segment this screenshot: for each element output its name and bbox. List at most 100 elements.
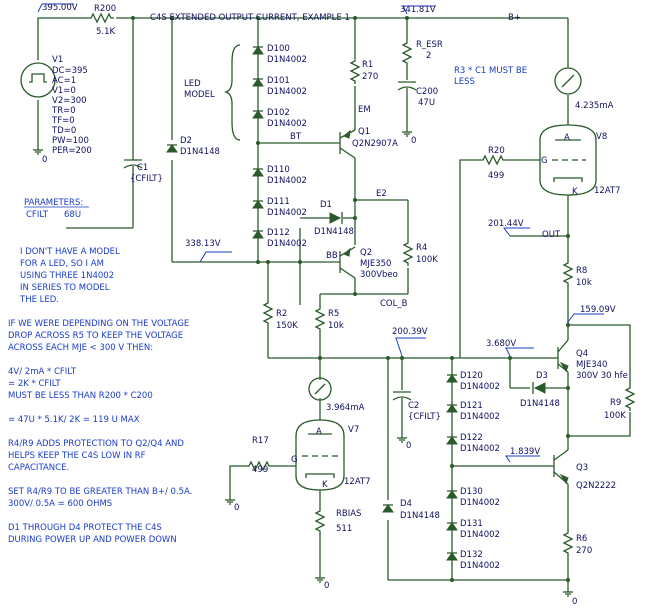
calc-note-0: 4V/ 2mA * CFILT — [8, 367, 77, 377]
led-model-line-1: MODEL — [184, 90, 215, 100]
v1-line-4: TR=0 — [51, 106, 76, 116]
d131-value: D1N4002 — [460, 530, 500, 540]
d102-name: D102 — [267, 108, 290, 118]
set-note-1: 300V/ 0.5A = 600 OHMS — [8, 499, 112, 509]
d132-name: D132 — [460, 550, 483, 560]
r2-symbol — [263, 299, 273, 327]
d111-name: D111 — [267, 197, 290, 207]
v7-grid: G — [291, 455, 298, 465]
v8-name: V8 — [596, 132, 607, 142]
v-in-label: 395.00V — [42, 3, 78, 13]
d1-symbol — [329, 212, 343, 224]
r8-symbol — [563, 259, 573, 287]
r8-name: R8 — [576, 266, 587, 276]
led-chain-symbols — [223, 44, 264, 245]
q2-note: 300Vbeo — [360, 270, 398, 280]
r6-name: R6 — [576, 534, 587, 544]
d132-value: D1N4002 — [460, 561, 500, 571]
q4-value: MJE340 — [576, 360, 607, 370]
v7-value: 12AT7 — [344, 477, 371, 487]
gnd-label-v1: 0 — [42, 155, 47, 165]
bb-label: BB — [326, 251, 338, 261]
q1-name: Q1 — [358, 127, 370, 137]
led-model-line-0: LED — [184, 79, 201, 89]
param-value: 68U — [64, 210, 81, 220]
r9-value: 100K — [604, 411, 626, 421]
d3-symbol — [532, 382, 546, 394]
v1-line-8: PER=200 — [52, 146, 92, 156]
r5-value: 10k — [328, 321, 344, 331]
gnd-label-r6: 0 — [572, 597, 577, 607]
d4-symbol — [382, 504, 394, 513]
em-label: EM — [358, 105, 371, 115]
c1-symbol — [123, 159, 143, 185]
led-note-0: I DON'T HAVE A MODEL — [20, 247, 120, 257]
d111-value: D1N4002 — [267, 208, 307, 218]
r2-value: 150K — [276, 321, 298, 331]
d1-name: D1 — [320, 200, 332, 210]
d101-value: D1N4002 — [267, 87, 307, 97]
gnd-label-rbias: 0 — [324, 581, 329, 591]
v1-line-6: TD=0 — [51, 126, 76, 136]
col-b-label: COL_B — [380, 299, 408, 309]
c200-value: 47U — [418, 98, 435, 108]
d3-name: D3 — [536, 371, 548, 381]
gnd-label-r17: 0 — [234, 503, 239, 513]
q4-name: Q4 — [576, 349, 588, 359]
d130-value: D1N4002 — [460, 498, 500, 508]
r9-name: R9 — [610, 398, 621, 408]
d122-name: D122 — [460, 433, 483, 443]
v-200-label: 200.39V — [392, 327, 428, 337]
param-name: CFILT — [26, 210, 49, 220]
d112-value: D1N4002 — [267, 239, 307, 249]
r200-value: 5.1K — [96, 27, 116, 37]
v7-tube-symbol — [295, 419, 345, 491]
r-esr-value: 2 — [426, 51, 431, 61]
r17-name: R17 — [252, 436, 269, 446]
bt-label: BT — [290, 132, 302, 142]
r17-value: 499 — [252, 465, 268, 475]
r5-name: R5 — [328, 309, 339, 319]
c1-name: C1 — [137, 163, 148, 173]
q2-symbol — [339, 246, 356, 279]
q3-name: Q3 — [576, 463, 588, 473]
r5-symbol — [315, 305, 325, 333]
v-q4b-label: 3.680V — [486, 339, 516, 349]
v-338-label: 338.13V — [185, 239, 221, 249]
protect-note-1: DURING POWER UP AND POWER DOWN — [8, 535, 177, 545]
v-r9-label: 159.09V — [580, 305, 616, 315]
q1-value: Q2N2907A — [352, 139, 398, 149]
v-q3b-label: 1.839V — [510, 447, 540, 457]
gnd-label-c2: 0 — [406, 441, 411, 451]
r4r9-note-0: R4/R9 ADDS PROTECTION TO Q2/Q4 AND — [8, 439, 184, 449]
drop-note-2: ACROSS EACH MJE < 300 V THEN: — [8, 343, 153, 353]
q4-note: 300V 30 hfe — [576, 371, 628, 381]
out-label: OUT — [542, 230, 561, 240]
r4-value: 100K — [416, 255, 438, 265]
r4r9-note-2: CAPACITANCE. — [8, 463, 69, 473]
wires — [37, 17, 631, 592]
led-note-4: THE LED. — [19, 295, 59, 305]
r1-value: 270 — [362, 72, 378, 82]
c2-value: {CFILT} — [408, 412, 441, 422]
notes-block: I DON'T HAVE A MODEL FOR A LED, SO I AM … — [8, 247, 192, 545]
calc-note-2: MUST BE LESS THAN R200 * C200 — [8, 391, 153, 401]
r9-symbol — [625, 384, 635, 412]
v7-anode: A — [316, 427, 322, 437]
q3-symbol — [553, 449, 569, 485]
v7-meter-symbol — [308, 377, 332, 401]
param-heading: PARAMETERS: — [24, 198, 83, 208]
v-bplus-label: 341.81V — [400, 5, 436, 15]
drop-note-0: IF WE WERE DEPENDING ON THE VOLTAGE — [8, 319, 189, 329]
v8-current: 4.235mA — [575, 101, 614, 111]
d2-value: D1N4148 — [180, 147, 220, 157]
d102-value: D1N4002 — [267, 119, 307, 129]
c2-symbol — [392, 391, 412, 412]
r-esr-name: R_ESR — [416, 40, 443, 50]
d110-value: D1N4002 — [267, 176, 307, 186]
d120-name: D120 — [460, 371, 483, 381]
v8-cathode: K — [572, 187, 578, 197]
r1-symbol — [350, 57, 360, 85]
calc-note-1: = 2K * CFILT — [8, 379, 61, 389]
